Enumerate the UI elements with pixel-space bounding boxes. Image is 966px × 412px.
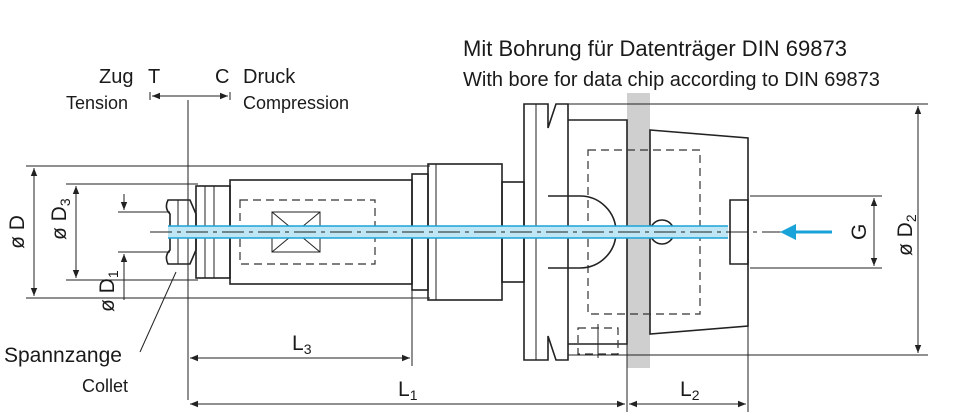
header-title-de: Mit Bohrung für Datenträger DIN 69873 <box>463 36 847 61</box>
c-label: C <box>215 66 229 88</box>
tension-label: Tension <box>66 93 128 113</box>
dia-d-label: ø D <box>6 215 29 249</box>
druck-label: Druck <box>243 66 296 88</box>
header-title-en: With bore for data chip according to DIN… <box>463 69 880 91</box>
dia-d2-label: ø D2 <box>894 214 919 256</box>
l2-label: L2 <box>680 378 700 403</box>
compression-label: Compression <box>243 93 349 113</box>
flange <box>523 103 569 361</box>
l1-label: L1 <box>398 378 418 403</box>
t-label: T <box>148 66 160 88</box>
zug-label: Zug <box>99 66 133 88</box>
l3-label: L3 <box>292 332 312 357</box>
g-label: G <box>848 224 871 240</box>
cone-slot <box>729 199 749 265</box>
collet-label: Collet <box>82 376 128 396</box>
spannzange-label: Spannzange <box>4 344 122 367</box>
coolant-arrow-head <box>780 224 796 240</box>
dia-d3-label: ø D3 <box>48 198 73 240</box>
spannzange-leader <box>139 271 177 353</box>
cone-inner <box>587 149 701 315</box>
dia-d1-label: ø D1 <box>96 270 121 312</box>
